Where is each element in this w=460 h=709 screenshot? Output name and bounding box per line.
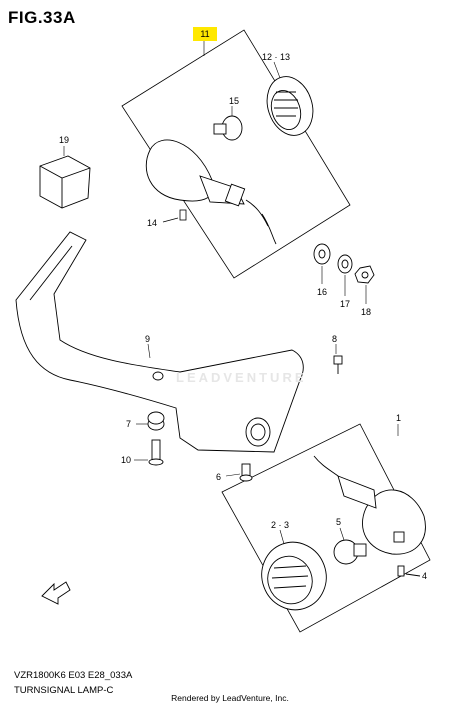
upper-screw (162, 209, 187, 223)
callout-12-13: 12 · 13 (262, 52, 291, 62)
callout-5: 5 (336, 517, 342, 527)
figure-title: FIG.33A (8, 8, 76, 27)
bolt-part-6 (239, 463, 253, 482)
model-code: VZR1800K6 E03 E28_033A (14, 670, 133, 681)
callout-18: 18 (361, 307, 372, 317)
section-name: TURNSIGNAL LAMP-C (14, 685, 114, 696)
relay-unit (39, 155, 91, 209)
bolt-part-8 (333, 355, 343, 374)
callout-7: 7 (126, 419, 132, 429)
callout-6: 6 (216, 472, 222, 482)
upper-lens (266, 76, 314, 136)
washer-nut-group (313, 243, 375, 284)
rendered-by-credit: Rendered by LeadVenture, Inc. (171, 693, 289, 703)
mounting-bracket (15, 231, 304, 453)
watermark: LEADVENTURE (176, 370, 307, 385)
upper-turnsignal-housing (145, 139, 277, 245)
lower-turnsignal-housing (313, 455, 426, 555)
lower-screw (397, 565, 421, 577)
front-arrow-icon (41, 581, 71, 605)
callout-4: 4 (422, 571, 428, 581)
callout-2-3: 2 · 3 (271, 520, 290, 530)
callout-17: 17 (340, 299, 351, 309)
callout-1: 1 (396, 413, 402, 423)
callout-14: 14 (147, 218, 158, 228)
lower-bulb (333, 539, 367, 565)
callout-10: 10 (121, 455, 132, 465)
assembly-frame-upper (121, 29, 351, 279)
callout-11-highlight: 11 (193, 27, 217, 41)
callout-19: 19 (59, 135, 70, 145)
callout-9: 9 (145, 334, 151, 344)
upper-bulb (213, 115, 243, 141)
grommet-part-7 (147, 411, 165, 431)
lower-lens (261, 541, 327, 611)
bolt-part-10 (148, 439, 164, 466)
callout-8: 8 (332, 334, 338, 344)
callout-15: 15 (229, 96, 240, 106)
callout-16: 16 (317, 287, 328, 297)
